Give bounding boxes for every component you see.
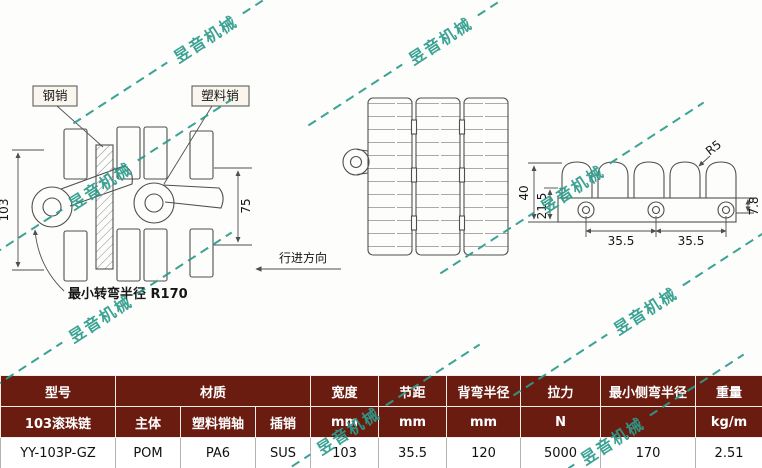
side-view xyxy=(557,161,737,223)
front-view xyxy=(31,126,224,282)
header-weight-unit: kg/m xyxy=(695,406,762,438)
cell-width: 103 xyxy=(310,437,380,468)
header-weight: 重量 xyxy=(695,375,762,407)
table-data-row: YY-103P-GZ POM PA6 SUS 103 35.5 120 5000… xyxy=(0,437,762,468)
travel-direction: 行进方向 xyxy=(255,250,341,272)
spec-table: 型号 材质 宽度 节距 背弯半径 拉力 最小侧弯半径 重量 103滚珠链 主体 … xyxy=(0,375,762,468)
cell-back-bend-radius: 120 xyxy=(446,437,522,468)
header-tension-unit: N xyxy=(520,406,602,438)
travel-direction-label: 行进方向 xyxy=(279,250,327,265)
header-model: 型号 xyxy=(0,375,116,407)
cell-plastic-pin-material: PA6 xyxy=(180,437,256,468)
plastic-pin-label: 塑料销 xyxy=(201,88,239,103)
dim-35-5-left-label: 35.5 xyxy=(608,234,635,248)
min-turn-radius-label: 最小转弯半径 R170 xyxy=(68,286,188,302)
dim-r5-label: R5 xyxy=(703,137,724,158)
header-back-bend-radius: 背弯半径 xyxy=(446,375,522,407)
header-min-side-bend-unit xyxy=(600,406,697,438)
header-back-bend-unit: mm xyxy=(446,406,522,438)
table-header-row-2: 103滚珠链 主体 塑料销轴 插销 mm mm mm N kg/m xyxy=(0,406,762,438)
header-series: 103滚珠链 xyxy=(0,406,116,438)
cell-tension: 5000 xyxy=(520,437,602,468)
dim-21-5-label: 21.5 xyxy=(535,193,549,220)
header-width-unit: mm xyxy=(310,406,380,438)
dim-75-label: 75 xyxy=(239,198,253,213)
dim-40-label: 40 xyxy=(517,185,531,200)
dim-103-label: 103 xyxy=(0,199,11,222)
header-width: 宽度 xyxy=(310,375,380,407)
header-plastic-pin-shaft: 塑料销轴 xyxy=(180,406,256,438)
pin-callouts: 钢销 塑料销 xyxy=(32,85,250,107)
cell-latch-pin-material: SUS xyxy=(254,437,312,468)
technical-drawing: 103 75 钢销 塑料销 最小转弯半径 R170 行进方向 xyxy=(0,85,761,302)
cell-body-material: POM xyxy=(115,437,181,468)
table-header-row-1: 型号 材质 宽度 节距 背弯半径 拉力 最小侧弯半径 重量 xyxy=(0,375,762,407)
dim-7-8-label: 7.8 xyxy=(747,196,761,215)
steel-pin-section xyxy=(95,144,114,270)
cell-min-side-bend-radius: 170 xyxy=(600,437,697,468)
steel-pin-label: 钢销 xyxy=(42,88,67,103)
cell-weight: 2.51 xyxy=(695,437,762,468)
header-pitch: 节距 xyxy=(378,375,448,407)
header-tension: 拉力 xyxy=(520,375,602,407)
dim-35-5-right-label: 35.5 xyxy=(678,234,705,248)
header-min-side-bend-radius: 最小侧弯半径 xyxy=(600,375,697,407)
cell-pitch: 35.5 xyxy=(378,437,448,468)
plan-view xyxy=(342,97,509,256)
header-pitch-unit: mm xyxy=(378,406,448,438)
header-body: 主体 xyxy=(115,406,181,438)
header-latch-pin: 插销 xyxy=(254,406,312,438)
header-material: 材质 xyxy=(114,375,312,407)
cell-model: YY-103P-GZ xyxy=(0,437,116,468)
